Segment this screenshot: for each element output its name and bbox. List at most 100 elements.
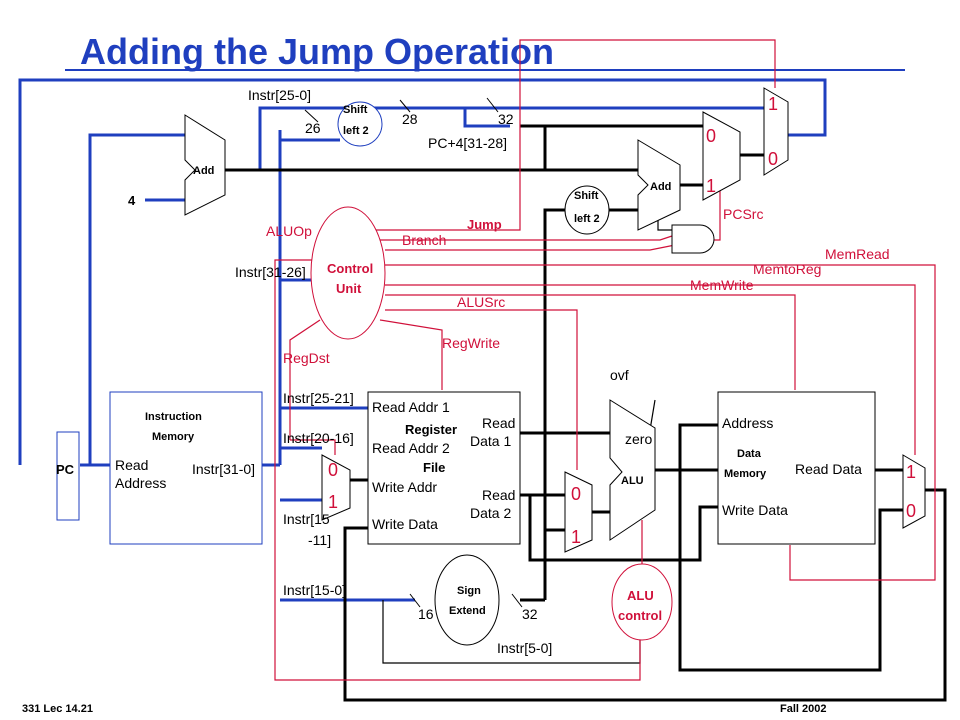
signal-pcsrc: PCSrc xyxy=(723,206,763,222)
jump-shift-left-2 xyxy=(337,101,383,147)
regfile-write-data: Write Data xyxy=(372,516,438,532)
alu-label: ALU xyxy=(621,475,644,487)
instr-mem-title-2: Memory xyxy=(152,431,195,443)
alusrc-mux xyxy=(564,471,593,553)
label-bits-26: 26 xyxy=(305,120,321,136)
label-instr-15-11b: -11] xyxy=(308,532,331,548)
instr-mem-read: Read xyxy=(115,457,148,473)
label-bits-32b: 32 xyxy=(522,606,538,622)
register-file xyxy=(367,391,521,545)
regdst-mux xyxy=(321,454,351,521)
branch-adder xyxy=(637,139,681,231)
label-instr-25-21: Instr[25-21] xyxy=(283,390,354,406)
regfile-read-addr-1: Read Addr 1 xyxy=(372,399,450,415)
branch-shift-left-2 xyxy=(564,185,610,235)
regfile-read-data-2b: Data 2 xyxy=(470,505,511,521)
regdst-mux-0: 0 xyxy=(328,460,338,480)
jump-mux-0: 0 xyxy=(768,149,778,169)
signal-regwrite: RegWrite xyxy=(442,335,500,351)
alu-ovf-label: ovf xyxy=(610,367,629,383)
data-mem-address: Address xyxy=(722,415,773,431)
alusrc-mux-0: 0 xyxy=(571,484,581,504)
pc-adder xyxy=(184,114,226,216)
signal-aluop: ALUOp xyxy=(266,223,312,239)
regfile-write-addr: Write Addr xyxy=(372,479,437,495)
control-unit xyxy=(310,206,386,340)
pcsrc-mux-0: 0 xyxy=(706,126,716,146)
pc-adder-label: Add xyxy=(193,165,214,177)
signal-memwrite: MemWrite xyxy=(690,277,754,293)
alu-control xyxy=(611,563,673,641)
sign-extend-label-1: Sign xyxy=(457,585,481,597)
black-wires xyxy=(225,124,947,702)
sign-extend-label-2: Extend xyxy=(449,605,486,617)
signal-memtoreg: MemtoReg xyxy=(753,261,821,277)
branch-shift-label-2: left 2 xyxy=(574,213,600,225)
data-mem-title-2: Memory xyxy=(724,468,767,480)
branch-adder-label: Add xyxy=(650,181,671,193)
slide-title: Adding the Jump Operation xyxy=(80,31,554,72)
regdst-mux-1: 1 xyxy=(328,492,338,512)
regfile-read-addr-2: Read Addr 2 xyxy=(372,440,450,456)
jump-shift-label-1: Shift xyxy=(343,104,368,116)
alusrc-mux-1: 1 xyxy=(571,527,581,547)
pcsrc-mux xyxy=(702,111,741,201)
jump-shift-label-2: left 2 xyxy=(343,125,369,137)
instr-mem-address: Address xyxy=(115,475,166,491)
regfile-title-2: File xyxy=(423,460,445,475)
signal-branch: Branch xyxy=(402,232,446,248)
label-pc4-31-28: PC+4[31-28] xyxy=(428,135,507,151)
tick-16 xyxy=(409,593,421,608)
footer-lecture: 331 Lec 14.21 xyxy=(22,703,93,715)
label-instr-15-11a: Instr[15 xyxy=(283,511,330,527)
sign-extend xyxy=(434,554,500,646)
tick-28 xyxy=(399,99,411,113)
regfile-read-data-1b: Data 1 xyxy=(470,433,511,449)
data-memory xyxy=(717,391,876,545)
tick-32 xyxy=(486,97,499,113)
label-instr-25-0: Instr[25-0] xyxy=(248,87,311,103)
footer-term: Fall 2002 xyxy=(780,703,826,715)
data-mem-title-1: Data xyxy=(737,448,762,460)
instr-mem-title-1: Instruction xyxy=(145,411,202,423)
label-instr-15-0: Instr[15-0] xyxy=(283,582,346,598)
regfile-read-data-1a: Read xyxy=(482,415,515,431)
jump-mux xyxy=(763,87,789,176)
pc-register xyxy=(56,431,80,521)
signal-regdst: RegDst xyxy=(283,350,330,366)
label-instr-31-26: Instr[31-26] xyxy=(235,264,306,280)
red-wires xyxy=(274,39,936,681)
signal-jump: Jump xyxy=(467,217,502,232)
signal-alusrc: ALUSrc xyxy=(457,294,505,310)
label-bits-28: 28 xyxy=(402,111,418,127)
signal-memread: MemRead xyxy=(825,246,890,262)
tick-32b xyxy=(511,593,523,608)
control-unit-label-2: Unit xyxy=(336,281,362,296)
label-instr-5-0: Instr[5-0] xyxy=(497,640,552,656)
jump-mux-1: 1 xyxy=(768,94,778,114)
data-mem-write-data: Write Data xyxy=(722,502,788,518)
tick-26 xyxy=(304,109,319,123)
memtoreg-mux-1: 1 xyxy=(906,462,916,482)
const-four-label: 4 xyxy=(128,193,136,208)
memtoreg-mux xyxy=(902,454,926,529)
label-instr-20-16: Instr[20-16] xyxy=(283,430,354,446)
memtoreg-mux-0: 0 xyxy=(906,501,916,521)
regfile-read-data-2a: Read xyxy=(482,487,515,503)
label-bits-32: 32 xyxy=(498,111,514,127)
alu xyxy=(609,399,656,541)
alu-control-label-2: control xyxy=(618,608,662,623)
pcsrc-mux-1: 1 xyxy=(706,176,716,196)
label-bits-16: 16 xyxy=(418,606,434,622)
branch-and-gate xyxy=(671,224,715,254)
alu-zero-label: zero xyxy=(625,431,652,447)
data-mem-read-data: Read Data xyxy=(795,461,862,477)
alu-control-label-1: ALU xyxy=(627,588,654,603)
instr-mem-output: Instr[31-0] xyxy=(192,461,255,477)
regfile-title-1: Register xyxy=(405,422,457,437)
instruction-memory xyxy=(109,391,263,545)
pc-label: PC xyxy=(56,462,75,477)
branch-shift-label-1: Shift xyxy=(574,190,599,202)
